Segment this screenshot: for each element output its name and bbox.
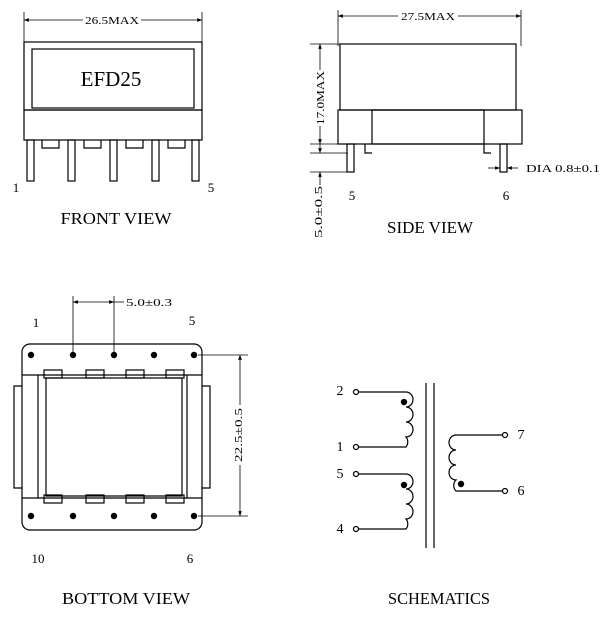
pin-length-dimension: 5.0±0.5 xyxy=(313,185,325,238)
front-view: 26.5MAX EFD25 1 5 FRONT VIEW xyxy=(13,11,215,228)
schematic-pin-2-label: 2 xyxy=(337,384,344,399)
schematic-pin-7-label: 7 xyxy=(518,428,525,443)
side-pin-6-label: 6 xyxy=(503,188,510,203)
schematic-pin-1-label: 1 xyxy=(337,440,344,455)
side-width-dimension: 27.5MAX xyxy=(401,11,455,23)
schematic-pin-4-label: 4 xyxy=(337,522,344,537)
schematic-pin-6-label: 6 xyxy=(518,484,525,499)
schematic-pin-5-label: 5 xyxy=(337,467,344,482)
pin-diameter-dimension: DIA 0.8±0.1 xyxy=(526,163,600,175)
bottom-pin-1-label: 1 xyxy=(33,315,40,330)
row-spacing-dimension: 22.5±0.5 xyxy=(233,407,245,462)
bottom-view-caption: BOTTOM VIEW xyxy=(62,589,191,608)
part-number-label: EFD25 xyxy=(81,67,142,91)
side-height-dimension: 17.0MAX xyxy=(315,71,327,125)
front-pin-1-label: 1 xyxy=(13,180,20,195)
side-view-caption: SIDE VIEW xyxy=(387,218,474,237)
side-pin-5-label: 5 xyxy=(349,188,356,203)
front-width-dimension: 26.5MAX xyxy=(85,15,139,27)
schematics-caption: SCHEMATICS xyxy=(388,589,490,608)
bottom-pin-5-label: 5 xyxy=(189,313,196,328)
bottom-view: 5.0±0.3 1 5 xyxy=(13,296,248,608)
front-view-caption: FRONT VIEW xyxy=(61,209,173,228)
bottom-pin-10-label: 10 xyxy=(32,551,45,566)
bottom-pin-6-label: 6 xyxy=(187,551,194,566)
front-pin-5-label: 5 xyxy=(208,180,215,195)
pin-pitch-dimension: 5.0±0.3 xyxy=(126,297,173,309)
side-view: 27.5MAX 17.0MAX 5.0±0.5 DIA 0.8±0.1 5 6 … xyxy=(310,7,600,238)
schematics: 2 1 5 4 7 6 SCHEMATICS xyxy=(337,383,525,608)
